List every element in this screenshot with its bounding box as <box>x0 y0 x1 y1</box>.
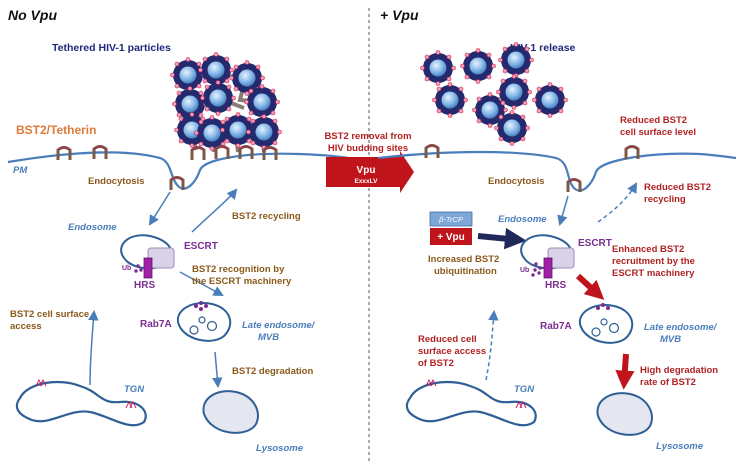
left-hrs-box <box>143 257 153 279</box>
left-plasma-membrane <box>7 151 361 190</box>
right-late-endosome-line1: Late endosome/ <box>644 322 718 333</box>
left-late-endosome-line1: Late endosome/ <box>242 320 316 331</box>
left-recycling-label: BST2 recycling <box>232 211 301 222</box>
reduced-surface-line1: Reduced BST2 <box>620 115 687 126</box>
right-rab7a-dots <box>596 303 610 310</box>
vpu-label: + Vpu <box>437 232 465 243</box>
removal-line2: HIV budding sites <box>328 143 408 154</box>
right-late-endosome-line2: MVB <box>660 334 681 345</box>
right-hrs-label: HRS <box>545 280 566 291</box>
left-tgn-label: TGN <box>124 384 145 395</box>
recruitment-line2: recruitment by the <box>612 256 695 267</box>
right-lysosome <box>596 392 653 436</box>
right-ub-dots <box>531 262 542 277</box>
left-lysosome-label: Lysosome <box>256 443 304 454</box>
left-late-endosome-line2: MVB <box>258 332 279 343</box>
left-hrs-label: HRS <box>134 280 155 291</box>
vpu-box <box>430 228 472 245</box>
left-ub-label: Ub <box>122 265 131 272</box>
reduced-recycling-line2: recycling <box>644 194 686 205</box>
right-mvb-vesicles <box>591 318 620 337</box>
ubiquitination-line1: Increased BST2 <box>428 254 499 265</box>
motif-label: ExxxLV <box>354 178 378 185</box>
right-plasma-membrane <box>377 150 737 192</box>
vpu-box-label: Vpu <box>357 165 376 176</box>
right-tgn-bst2 <box>425 378 527 409</box>
left-endosome-label: Endosome <box>68 222 117 233</box>
vpu-to-endosome-arrow <box>477 227 527 250</box>
tethered-particles-label: Tethered HIV-1 particles <box>52 42 171 54</box>
degradation-line1: High degradation <box>640 365 718 376</box>
left-recognition-line2: the ESCRT machinery <box>192 276 292 287</box>
reduced-access-line1: Reduced cell <box>418 334 477 345</box>
reduced-surface-line2: cell surface level <box>620 127 696 138</box>
btrcp-box <box>429 211 473 227</box>
red-arrow-to-lysosome <box>615 353 635 390</box>
reduced-access-line2: surface access <box>418 346 486 357</box>
right-lysosome-label: Lysosome <box>656 441 704 452</box>
reduced-recycling-line1: Reduced BST2 <box>644 182 711 193</box>
left-ub-dots <box>134 264 143 273</box>
left-rab7a-label: Rab7A <box>140 319 172 330</box>
btrcp-label: β-TrCP <box>438 215 463 224</box>
left-recognition-line1: BST2 recognition by <box>192 264 285 275</box>
left-degradation-label: BST2 degradation <box>232 366 313 377</box>
tethered-virions <box>170 52 282 151</box>
removal-line1: BST2 removal from <box>324 131 411 142</box>
right-ub-label: Ub <box>520 267 529 274</box>
left-heading: No Vpu <box>8 7 57 23</box>
left-surface-access-line1: BST2 cell surface <box>10 309 89 320</box>
recruitment-line3: ESCRT machinery <box>612 268 695 279</box>
right-heading: + Vpu <box>380 7 419 23</box>
left-tgn-bst2 <box>35 378 137 409</box>
pm-label: PM <box>13 165 28 176</box>
ubiquitination-line2: ubiquitination <box>434 266 497 277</box>
vpu-removal-arrow <box>326 151 414 193</box>
left-escrt-label: ESCRT <box>184 241 218 252</box>
right-endocytosis-label: Endocytosis <box>488 176 545 187</box>
left-tgn <box>15 380 147 427</box>
left-rab7a-dots <box>194 301 208 311</box>
right-escrt-label: ESCRT <box>578 238 612 249</box>
tetherin-label: BST2/Tetherin <box>16 123 96 137</box>
right-tgn-label: TGN <box>514 384 535 395</box>
right-endosome-label: Endosome <box>498 214 547 225</box>
released-virions <box>420 42 568 146</box>
red-arrow-to-mvb <box>575 273 605 300</box>
right-rab7a-label: Rab7A <box>540 321 572 332</box>
degradation-line2: rate of BST2 <box>640 377 696 388</box>
right-blue-arrows <box>485 182 638 381</box>
left-arrows <box>88 188 238 389</box>
right-hrs-box <box>543 257 553 279</box>
recruitment-line1: Enhanced BST2 <box>612 244 684 255</box>
left-mvb-vesicles <box>189 316 218 335</box>
left-lysosome <box>202 390 259 434</box>
reduced-access-line3: of BST2 <box>418 358 454 369</box>
right-tgn <box>405 380 537 427</box>
left-surface-access-line2: access <box>10 321 42 332</box>
left-endocytosis-label: Endocytosis <box>88 176 145 187</box>
